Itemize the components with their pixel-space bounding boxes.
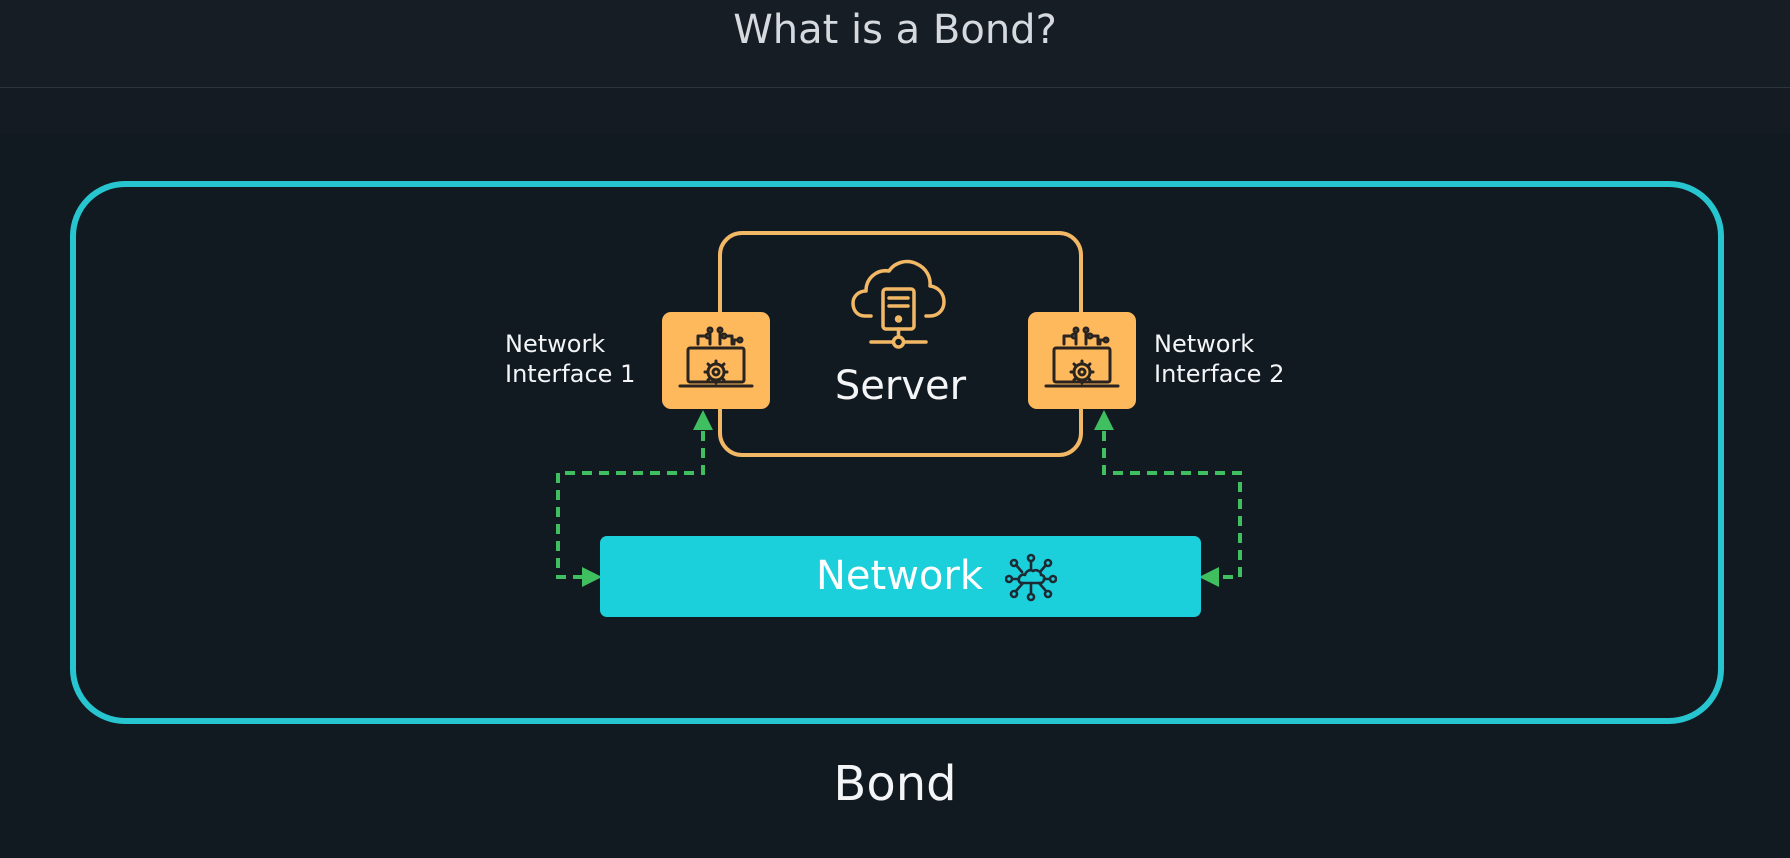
- network-bar: Network: [600, 536, 1201, 617]
- bond-label: Bond: [833, 756, 957, 812]
- header-bar: What is a Bond?: [0, 0, 1790, 88]
- laptop-circuit-gear-icon: [678, 326, 754, 388]
- network-interface-2-label-line1: Network: [1154, 330, 1255, 358]
- laptop-circuit-gear-icon: [1044, 326, 1120, 388]
- cloud-server-icon: [851, 259, 946, 349]
- bond-container: [70, 181, 1724, 724]
- page-title: What is a Bond?: [733, 7, 1057, 53]
- connector-nic2-network: [1094, 410, 1242, 587]
- network-interface-1-label: Network Interface 1: [505, 329, 635, 389]
- network-interface-2-label: Network Interface 2: [1154, 329, 1284, 389]
- network-interface-2-label-line2: Interface 2: [1154, 360, 1285, 388]
- network-interface-1-label-line1: Network: [505, 330, 606, 358]
- connector-nic1-network: [556, 410, 713, 587]
- network-label: Network: [816, 553, 984, 599]
- network-interface-2-box: [1028, 312, 1136, 409]
- diagram-area: [0, 134, 1790, 858]
- network-interface-1-label-line2: Interface 1: [505, 360, 636, 388]
- network-nodes-icon: [1005, 553, 1057, 602]
- network-interface-1-box: [662, 312, 770, 409]
- server-label: Server: [834, 363, 967, 409]
